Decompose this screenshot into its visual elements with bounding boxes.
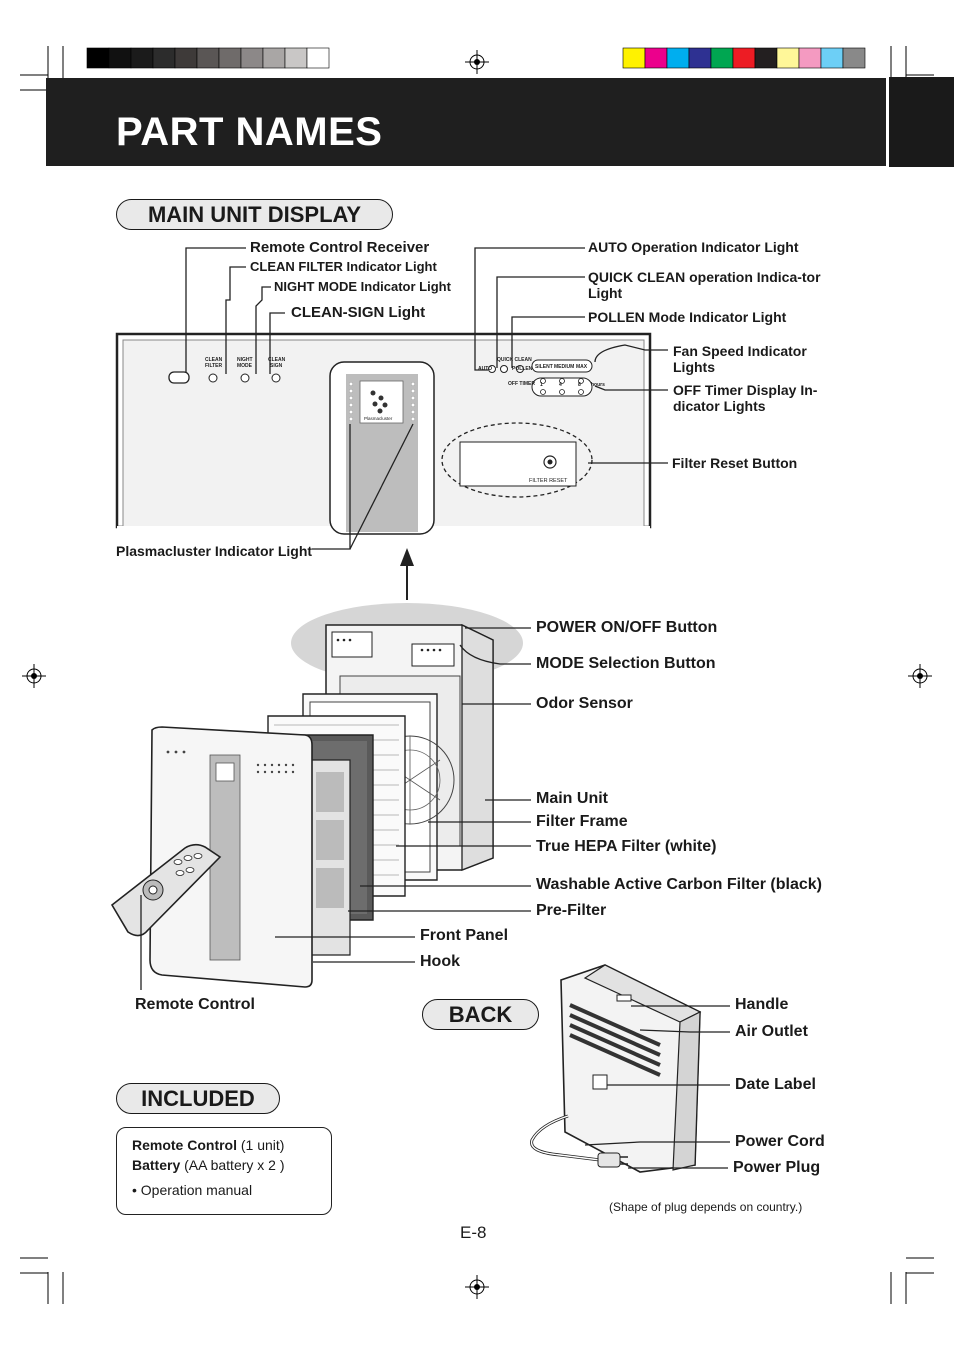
- panel-filter-reset: FILTER RESET: [529, 478, 568, 484]
- panel-off-timer: OFF TIMER: [508, 381, 535, 387]
- panel-auto: AUTO: [478, 366, 492, 372]
- panel-silent: SILENT: [535, 364, 553, 370]
- label-plasmacluster-light: Plasmacluster Indicator Light: [116, 543, 313, 559]
- night-mode-light: [240, 373, 250, 383]
- label-carbon-filter: Washable Active Carbon Filter (black): [536, 876, 822, 893]
- label-quick-clean-light: QUICK CLEAN operation Indica-tor Light: [588, 269, 821, 301]
- svg-text:FILTER: FILTER: [205, 363, 223, 369]
- main-unit-display-heading: MAIN UNIT DISPLAY: [116, 199, 393, 230]
- title-bar: [46, 78, 886, 166]
- label-hook: Hook: [420, 953, 460, 970]
- label-pre-filter: Pre-Filter: [536, 902, 607, 919]
- panel-hours: hours: [591, 382, 605, 388]
- label-clean-sign-light: CLEAN-SIGN Light: [291, 304, 426, 321]
- label-clean-filter-light: CLEAN FILTER Indicator Light: [250, 259, 437, 274]
- label-pollen-light: POLLEN Mode Indicator Light: [588, 309, 787, 325]
- svg-text:SIGN: SIGN: [270, 363, 283, 369]
- panel-medium: MEDIUM: [554, 364, 574, 370]
- included-item-remote: Remote Control (1 unit): [132, 1137, 285, 1153]
- svg-text:MODE: MODE: [237, 363, 253, 369]
- label-power-button: POWER ON/OFF Button: [536, 619, 718, 636]
- panel-quick-clean: QUICK CLEAN: [497, 357, 532, 363]
- svg-text:NIGHT: NIGHT: [237, 357, 253, 363]
- included-heading: INCLUDED: [116, 1083, 280, 1114]
- label-filter-frame: Filter Frame: [536, 813, 628, 830]
- quick-clean-light: [500, 365, 508, 373]
- panel-t4: 4: [559, 382, 562, 388]
- label-remote-receiver: Remote Control Receiver: [250, 239, 430, 256]
- svg-text:CLEAN: CLEAN: [268, 357, 286, 363]
- page-title: PART NAMES: [116, 110, 383, 154]
- label-date-label: Date Label: [735, 1076, 816, 1093]
- included-item-battery: Battery (AA battery x 2 ): [132, 1157, 285, 1173]
- panel-t1: 1: [540, 382, 543, 388]
- plug-note: (Shape of plug depends on country.): [609, 1200, 803, 1214]
- label-power-plug: Power Plug: [733, 1159, 821, 1176]
- plasmacluster-logo-text: Plasmacluster: [364, 416, 393, 421]
- label-auto-light: AUTO Operation Indicator Light: [588, 239, 799, 255]
- label-fan-speed-lights: Fan Speed Indicator Lights: [673, 343, 807, 375]
- label-mode-button: MODE Selection Button: [536, 655, 716, 672]
- label-air-outlet: Air Outlet: [735, 1023, 808, 1040]
- color-swatch-bar: [622, 47, 866, 69]
- label-night-mode-light: NIGHT MODE Indicator Light: [274, 279, 451, 294]
- label-filter-reset-button: Filter Reset Button: [672, 455, 798, 471]
- label-remote-control: Remote Control: [135, 996, 255, 1013]
- included-box: [116, 1127, 332, 1215]
- pollen-light: [516, 365, 524, 373]
- included-extra: • Operation manual: [132, 1182, 253, 1198]
- panel-pollen: POLLEN: [512, 366, 533, 372]
- label-hepa-filter: True HEPA Filter (white): [536, 838, 717, 855]
- svg-text:CLEAN: CLEAN: [205, 357, 223, 363]
- page-number: E-8: [460, 1223, 487, 1242]
- color-swatch: [842, 47, 866, 69]
- clean-sign-light: [271, 373, 281, 383]
- label-power-cord: Power Cord: [735, 1133, 825, 1150]
- panel-max: MAX: [576, 364, 588, 370]
- remote-receiver: [168, 371, 190, 384]
- label-odor-sensor: Odor Sensor: [536, 695, 633, 712]
- label-handle: Handle: [735, 996, 789, 1013]
- back-heading: BACK: [422, 999, 539, 1030]
- main-unit-display-diagram: Plasmacluster AUTO QUICK CLEAN POLLEN SI…: [115, 247, 668, 600]
- auto-light: [488, 365, 496, 373]
- panel-t8: 8: [578, 382, 581, 388]
- label-off-timer-lights: OFF Timer Display In-dicator Lights: [673, 382, 818, 414]
- label-front-panel: Front Panel: [420, 927, 509, 944]
- gray-swatch-bar: [86, 47, 330, 69]
- clean-filter-light: [208, 373, 218, 383]
- gray-swatch: [306, 47, 330, 69]
- label-main-unit: Main Unit: [536, 790, 608, 807]
